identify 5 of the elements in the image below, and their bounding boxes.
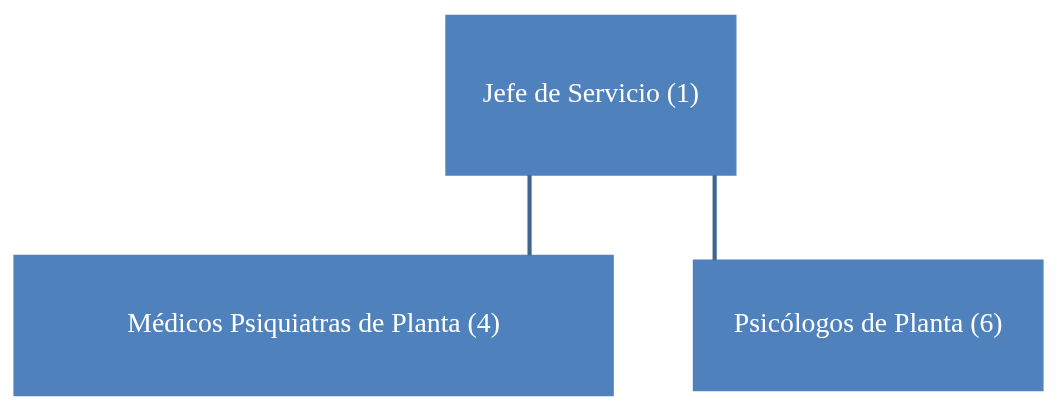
connector — [527, 174, 532, 255]
connector — [712, 174, 717, 260]
node-box: Psicólogos de Planta (6) — [692, 259, 1044, 391]
node-box: Jefe de Servicio (1) — [445, 14, 737, 176]
node-box: Médicos Psiquiatras de Planta (4) — [13, 254, 614, 396]
